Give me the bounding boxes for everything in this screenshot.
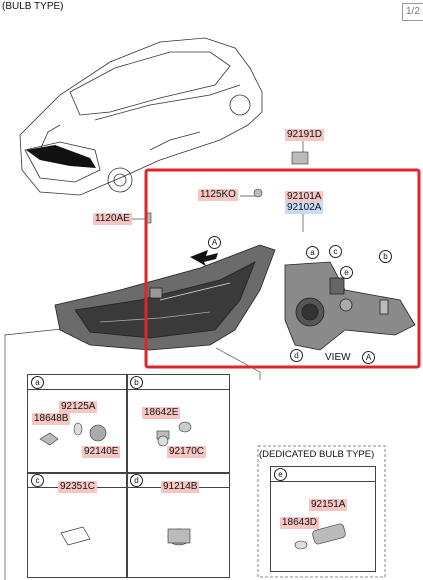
cell-e-badge: e	[274, 468, 287, 481]
grid-cell-c: c 92351C	[27, 472, 128, 578]
part-92191d-shape	[291, 151, 309, 165]
cell-c-badge: c	[31, 474, 44, 487]
grid-cell-e: e 92151A 18643D	[270, 466, 376, 572]
cell-d-parts-art	[167, 528, 191, 546]
part-label-91214b[interactable]: 91214B	[161, 481, 200, 493]
part-label-92125a[interactable]: 92125A	[59, 401, 98, 413]
part-label-18643d[interactable]: 18643D	[280, 517, 320, 529]
headlamp-assembly	[54, 244, 276, 351]
cell-c-parts-art	[60, 526, 91, 546]
car-illustration	[19, 37, 263, 196]
headlamp-rear-view	[284, 261, 416, 351]
part-label-92351c[interactable]: 92351C	[58, 481, 98, 493]
highlight-box	[144, 168, 421, 369]
grid-cell-d: d 91214B	[126, 472, 230, 578]
view-label: VIEW	[325, 352, 351, 363]
cell-b-parts-art	[156, 421, 192, 447]
callout-a[interactable]: a	[306, 246, 319, 259]
part-label-92170c[interactable]: 92170C	[167, 446, 207, 458]
callout-d[interactable]: d	[290, 349, 303, 362]
part-label-92140e[interactable]: 92140E	[82, 446, 121, 458]
callout-e[interactable]: e	[340, 266, 353, 279]
part-label-92102a[interactable]: 92102A	[285, 202, 324, 214]
cell-a-parts-art	[39, 422, 107, 446]
part-label-18642e[interactable]: 18642E	[142, 407, 181, 419]
callout-view-a[interactable]: A	[362, 351, 375, 364]
callout-b[interactable]: b	[379, 250, 392, 263]
cell-a-badge: a	[31, 376, 44, 389]
callout-a-arrow[interactable]: A	[208, 236, 221, 249]
view-arrow	[190, 250, 218, 266]
grid-cell-a: a 92125A 18648B 92140E	[27, 374, 128, 474]
part-1125ko-shape	[253, 188, 263, 198]
bulb-type-title: (BULB TYPE)	[2, 1, 64, 12]
part-label-1125ko[interactable]: 1125KO	[198, 189, 238, 201]
cell-b-badge: b	[130, 376, 143, 389]
dedicated-frame	[257, 445, 386, 578]
cell-d-badge: d	[130, 474, 143, 487]
dedicated-bulb-title: (DEDICATED BULB TYPE)	[259, 449, 375, 460]
part-label-92191d[interactable]: 92191D	[285, 129, 325, 141]
part-label-92101a[interactable]: 92101A	[285, 191, 324, 203]
callout-c[interactable]: c	[329, 245, 342, 258]
car-headlamp-mark	[26, 145, 96, 168]
page-indicator[interactable]: 1/2	[402, 3, 423, 21]
part-label-92151a[interactable]: 92151A	[309, 499, 348, 511]
part-label-18648b[interactable]: 18648B	[32, 413, 71, 425]
grid-cell-b: b 18642E 92170C	[126, 374, 230, 474]
part-label-1120ae[interactable]: 1120AE	[93, 213, 132, 225]
cell-e-parts-art	[294, 523, 346, 550]
